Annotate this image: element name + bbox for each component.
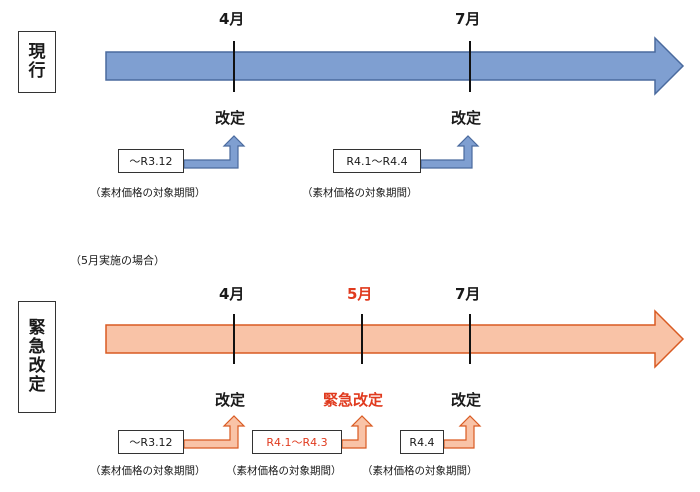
current-period-arrow-2 xyxy=(420,135,480,169)
current-month-april: 4月 xyxy=(219,10,245,28)
case-note: （5月実施の場合） xyxy=(70,254,165,267)
current-month-july: 7月 xyxy=(455,10,481,28)
emergency-period-caption-2: （素材価格の対象期間） xyxy=(226,465,342,477)
emergency-period-caption-3: （素材価格の対象期間） xyxy=(362,465,478,477)
emergency-period-arrow-1 xyxy=(183,415,246,449)
emergency-side-label: 緊急改定 xyxy=(18,301,56,413)
current-revision-april: 改定 xyxy=(215,109,246,127)
emergency-timeline-arrow xyxy=(105,309,685,369)
emergency-period-caption-1: （素材価格の対象期間） xyxy=(90,465,206,477)
current-timeline-arrow xyxy=(105,36,685,96)
emergency-month-april: 4月 xyxy=(219,285,245,303)
emergency-revision-may: 緊急改定 xyxy=(323,391,384,409)
current-revision-july: 改定 xyxy=(451,109,482,127)
emergency-period-box-1: ～R3.12 xyxy=(118,430,184,454)
emergency-period-arrow-3 xyxy=(443,415,482,449)
emergency-month-july: 7月 xyxy=(455,285,481,303)
current-period-caption-1: （素材価格の対象期間） xyxy=(90,187,206,199)
emergency-month-may: 5月 xyxy=(347,285,373,303)
emergency-period-box-3: R4.4 xyxy=(400,430,444,454)
emergency-revision-april: 改定 xyxy=(215,391,246,409)
emergency-revision-july: 改定 xyxy=(451,391,482,409)
current-period-caption-2: （素材価格の対象期間） xyxy=(302,187,418,199)
current-period-box-1: ～R3.12 xyxy=(118,149,184,173)
current-period-box-2: R4.1～R4.4 xyxy=(333,149,421,173)
current-period-arrow-1 xyxy=(183,135,246,169)
current-side-label: 現行 xyxy=(18,31,56,93)
emergency-period-box-2: R4.1～R4.3 xyxy=(252,430,342,454)
emergency-period-arrow-2 xyxy=(341,415,374,449)
